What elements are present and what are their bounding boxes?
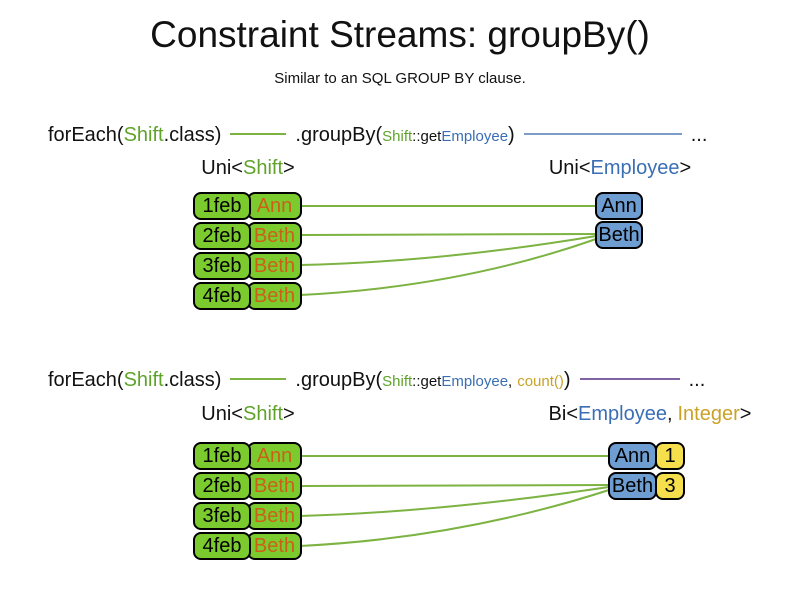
arg-accessor: ::get xyxy=(412,373,442,390)
label-type: Shift xyxy=(242,403,284,425)
source-type-label-2: Uni<Shift> xyxy=(193,403,303,426)
shift-row: 3feb Beth xyxy=(193,252,313,280)
ellipsis: ... xyxy=(690,124,708,146)
group-employee: Ann xyxy=(595,192,643,220)
shift-table-1: 1feb Ann 2feb Beth 3feb Beth 4feb Beth xyxy=(193,192,313,312)
foreach-close: .class) xyxy=(163,369,222,391)
shift-employee: Beth xyxy=(247,502,302,530)
label-separator: , xyxy=(666,403,673,425)
connector-line xyxy=(299,235,597,266)
group-employee: Ann xyxy=(608,442,657,470)
ellipsis: ... xyxy=(688,369,706,391)
stream-connector-purple xyxy=(579,378,680,380)
group-employee: Beth xyxy=(608,472,657,500)
source-type-label-1: Uni<Shift> xyxy=(193,157,303,180)
shift-employee: Beth xyxy=(247,282,302,310)
arg-accessor: ::get xyxy=(412,128,442,145)
shift-employee: Ann xyxy=(247,442,302,470)
connector-line xyxy=(299,238,597,296)
stream-connector-green xyxy=(230,133,287,135)
group-row: Ann xyxy=(595,192,643,220)
shift-row: 2feb Beth xyxy=(193,222,313,250)
shift-date: 2feb xyxy=(193,222,251,250)
label-type: Employee xyxy=(590,157,680,179)
groupby-close: ) xyxy=(508,124,515,146)
shift-date: 1feb xyxy=(193,192,251,220)
label-type2: Integer xyxy=(677,403,740,425)
shift-date: 3feb xyxy=(193,502,251,530)
shift-table-2: 1feb Ann 2feb Beth 3feb Beth 4feb Beth xyxy=(193,442,313,562)
arg-type: Employee xyxy=(441,373,509,390)
label-open: Bi< xyxy=(548,403,578,425)
foreach-class: Shift xyxy=(123,369,164,391)
shift-employee: Beth xyxy=(247,252,302,280)
arg-type: Employee xyxy=(441,128,509,145)
label-close: > xyxy=(283,157,295,179)
page-subtitle: Similar to an SQL GROUP BY clause. xyxy=(274,70,526,87)
shift-row: 4feb Beth xyxy=(193,532,313,560)
shift-row: 3feb Beth xyxy=(193,502,313,530)
shift-row: 1feb Ann xyxy=(193,442,313,470)
group-boxes-1: Ann Beth xyxy=(595,192,643,250)
group-row: Beth 3 xyxy=(608,472,685,500)
group-count: 1 xyxy=(655,442,685,470)
foreach-class: Shift xyxy=(123,124,164,146)
group-boxes-2: Ann 1 Beth 3 xyxy=(608,442,685,502)
shift-date: 4feb xyxy=(193,282,251,310)
label-open: Uni< xyxy=(201,403,243,425)
label-close: > xyxy=(679,157,692,179)
group-row: Ann 1 xyxy=(608,442,685,470)
group-count: 3 xyxy=(655,472,685,500)
foreach-open: forEach( xyxy=(48,369,124,391)
arg-class: Shift xyxy=(382,373,413,390)
result-type-label-1: Uni<Employee> xyxy=(530,157,710,180)
code-line-1: forEach(Shift.class).groupBy(Shift::getE… xyxy=(48,124,707,147)
shift-row: 1feb Ann xyxy=(193,192,313,220)
foreach-close: .class) xyxy=(163,124,222,146)
connector-line xyxy=(299,233,598,236)
foreach-open: forEach( xyxy=(48,124,124,146)
arg-class: Shift xyxy=(382,128,413,145)
shift-date: 4feb xyxy=(193,532,251,560)
groupby-open: .groupBy( xyxy=(295,369,383,391)
shift-employee: Beth xyxy=(247,222,302,250)
arg-separator: , xyxy=(508,373,513,390)
connector-line xyxy=(299,486,610,517)
arg-collector: count() xyxy=(517,373,564,390)
connector-line xyxy=(299,489,610,547)
group-row: Beth xyxy=(595,221,643,249)
page-title: Constraint Streams: groupBy() xyxy=(150,14,650,55)
result-type-label-2: Bi<Employee,Integer> xyxy=(540,403,760,426)
code-line-2: forEach(Shift.class).groupBy(Shift::getE… xyxy=(48,369,705,392)
shift-date: 2feb xyxy=(193,472,251,500)
shift-employee: Beth xyxy=(247,532,302,560)
group-employee: Beth xyxy=(595,221,643,249)
label-close: > xyxy=(739,403,752,425)
groupby-close: ) xyxy=(563,369,571,391)
shift-date: 3feb xyxy=(193,252,251,280)
label-type1: Employee xyxy=(578,403,667,425)
label-type: Shift xyxy=(242,157,284,179)
label-open: Uni< xyxy=(201,157,243,179)
shift-date: 1feb xyxy=(193,442,251,470)
shift-row: 4feb Beth xyxy=(193,282,313,310)
stream-connector-blue xyxy=(523,133,682,135)
label-close: > xyxy=(283,403,295,425)
stream-connector-green xyxy=(230,378,287,380)
shift-employee: Ann xyxy=(247,192,302,220)
connector-line xyxy=(299,484,611,487)
groupby-open: .groupBy( xyxy=(295,124,383,146)
shift-employee: Beth xyxy=(247,472,302,500)
shift-row: 2feb Beth xyxy=(193,472,313,500)
label-open: Uni< xyxy=(548,157,591,179)
